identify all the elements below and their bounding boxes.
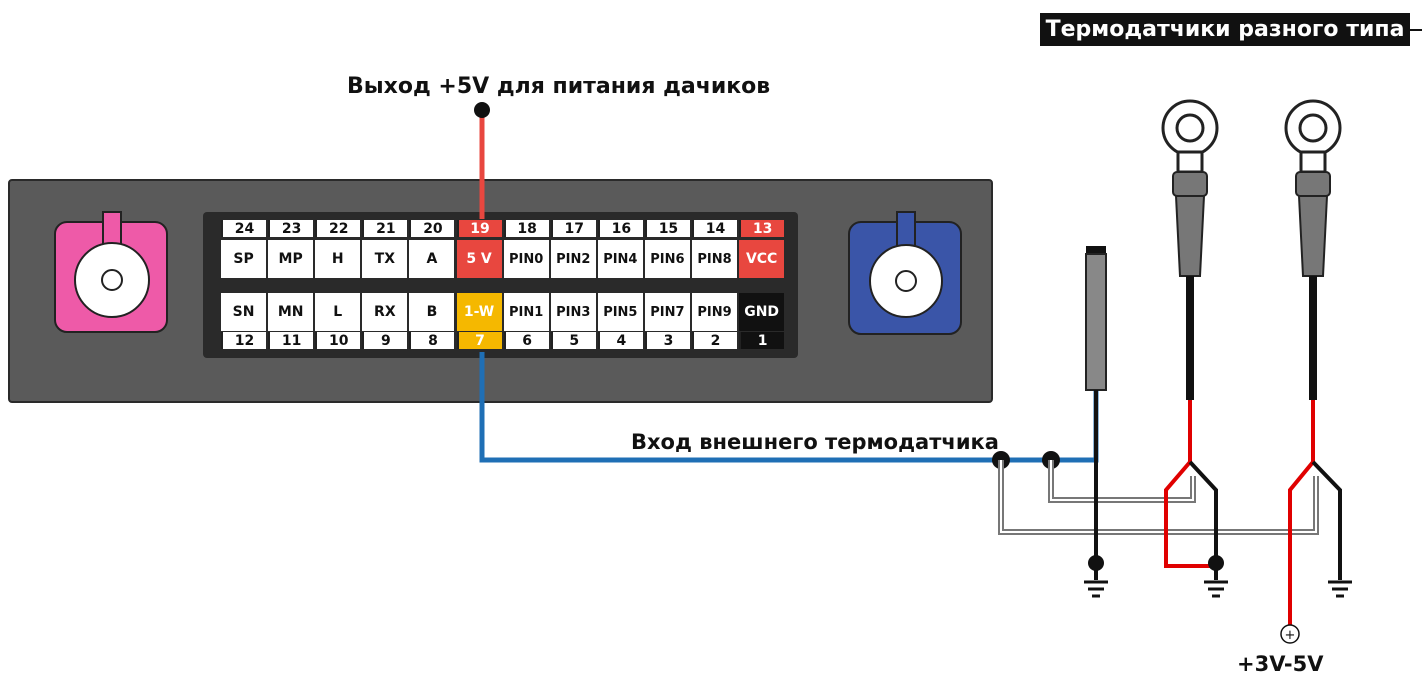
pin-number: 3 bbox=[644, 332, 690, 349]
probe-sensor bbox=[1085, 246, 1107, 580]
pin-label: RX bbox=[362, 293, 408, 331]
pin-label: 5 V bbox=[456, 240, 502, 278]
pin-label: L bbox=[315, 293, 361, 331]
ground-symbol-1 bbox=[1084, 580, 1108, 598]
supply-voltage-label: +3V-5V bbox=[1237, 652, 1324, 676]
plus-symbol: + bbox=[1285, 628, 1296, 643]
signal-link-b-inner bbox=[1000, 460, 1317, 533]
ring-sensor-1 bbox=[1161, 99, 1224, 580]
pin-number: 22 bbox=[315, 220, 361, 237]
pin-label: MN bbox=[268, 293, 314, 331]
pin-number: 17 bbox=[550, 220, 596, 237]
ground-symbol-3 bbox=[1328, 580, 1352, 598]
pin-label: 1-W bbox=[456, 293, 502, 331]
pin-label: PIN9 bbox=[692, 293, 738, 331]
pin-label: PIN3 bbox=[550, 293, 596, 331]
pin-number: 15 bbox=[644, 220, 690, 237]
pin-number: 21 bbox=[362, 220, 408, 237]
pin-label: TX bbox=[362, 240, 408, 278]
pin-label: PIN8 bbox=[692, 240, 738, 278]
pin-label: B bbox=[409, 293, 455, 331]
pin-number: 11 bbox=[268, 332, 314, 349]
pin-label: PIN7 bbox=[644, 293, 690, 331]
pin-number: 12 bbox=[221, 332, 267, 349]
pin-number: 5 bbox=[550, 332, 596, 349]
pin-number: 8 bbox=[409, 332, 455, 349]
signal-link-a-inner bbox=[1050, 460, 1194, 501]
pin-number: 6 bbox=[503, 332, 549, 349]
pin-number: 16 bbox=[597, 220, 643, 237]
pin-label: GND bbox=[739, 293, 785, 331]
pin-number: 9 bbox=[362, 332, 408, 349]
ring-sensor-2 bbox=[1284, 99, 1342, 626]
ground-symbol-2 bbox=[1204, 580, 1228, 598]
pin-label: PIN5 bbox=[597, 293, 643, 331]
pink-port bbox=[54, 211, 168, 333]
supply-terminal-icon bbox=[1280, 624, 1300, 644]
pin-label: SN bbox=[221, 293, 267, 331]
signal-link-a bbox=[1048, 460, 1196, 503]
power-output-label: Выход +5V для питания дачиков bbox=[347, 74, 771, 99]
pin-label: MP bbox=[268, 240, 314, 278]
pin-number: 4 bbox=[597, 332, 643, 349]
pin-number: 23 bbox=[268, 220, 314, 237]
pin-label: PIN0 bbox=[503, 240, 549, 278]
pin-label: PIN6 bbox=[644, 240, 690, 278]
sensor-input-label: Вход внешнего термодатчика bbox=[631, 430, 999, 454]
pin-label: A bbox=[409, 240, 455, 278]
pin-number: 7 bbox=[456, 332, 502, 349]
sensor-types-title: Термодатчики разного типа bbox=[1040, 13, 1410, 46]
pin-number: 24 bbox=[221, 220, 267, 237]
title-badge-tick bbox=[1410, 29, 1422, 31]
blue-port bbox=[848, 211, 962, 335]
pin-number: 20 bbox=[409, 220, 455, 237]
pin-number: 2 bbox=[692, 332, 738, 349]
pin-number: 19 bbox=[456, 220, 502, 237]
pin-label: PIN2 bbox=[550, 240, 596, 278]
pin-label: H bbox=[315, 240, 361, 278]
pin-number: 14 bbox=[692, 220, 738, 237]
pin-number: 1 bbox=[739, 332, 785, 349]
power-wire-dot bbox=[474, 102, 490, 118]
pin-number: 13 bbox=[739, 220, 785, 237]
pin-number: 18 bbox=[503, 220, 549, 237]
pin-label: PIN1 bbox=[503, 293, 549, 331]
pin-label: PIN4 bbox=[597, 240, 643, 278]
pin-label: SP bbox=[221, 240, 267, 278]
pin-number: 10 bbox=[315, 332, 361, 349]
pin-label: VCC bbox=[739, 240, 785, 278]
